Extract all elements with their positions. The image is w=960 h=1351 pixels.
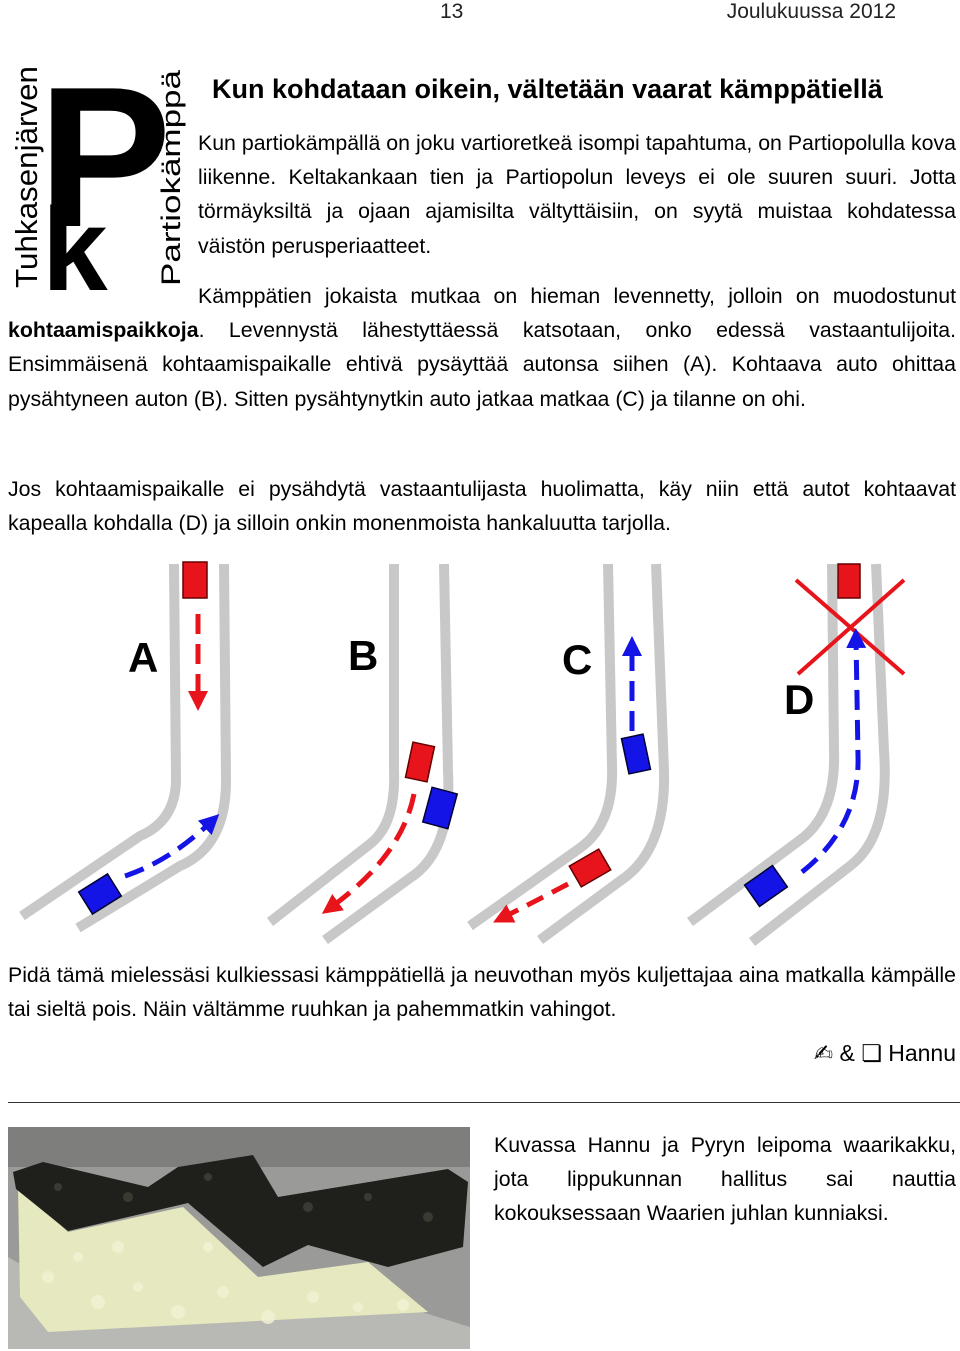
road-diagram: A B C D — [19, 561, 906, 946]
road-edge-left — [266, 564, 400, 926]
red-car — [182, 561, 208, 599]
logo-side-text-left: Tuhkasenjärven — [9, 66, 44, 288]
logo-side-text-right: Partiokämppä — [156, 69, 186, 286]
road-panel-d: D — [687, 563, 906, 946]
red-car — [404, 741, 436, 783]
article-title: Kun kohdataan oikein, vältetään vaarat k… — [212, 74, 883, 104]
photo-caption: Kuvassa Hannu ja Pyryn leipoma waarikakk… — [494, 1133, 956, 1226]
red-cross — [794, 578, 906, 676]
road-panel-b: B — [266, 563, 459, 945]
road-edge-left — [467, 563, 618, 931]
cake-photo — [8, 1127, 470, 1349]
red-car — [837, 563, 861, 599]
blue-car — [77, 872, 123, 916]
panel-label-b: B — [348, 632, 378, 679]
logo-letter-k: k — [42, 184, 108, 294]
article-paragraph-3: Jos kohtaamispaikalle ei pysähdytä vasta… — [8, 477, 956, 536]
panel-label-d: D — [784, 676, 814, 723]
article-paragraph-1: Kun partiokämpällä on joku vartioretkeä … — [198, 131, 956, 258]
road-panel-c: C — [467, 563, 670, 945]
blue-car — [620, 733, 652, 775]
panel-label-c: C — [562, 636, 592, 683]
paragraph-2-text-a: Kämppätien jokaista mutkaa on hieman lev… — [198, 284, 956, 308]
blue-car — [421, 786, 459, 830]
road-panel-a: A — [19, 561, 232, 933]
red-dashed-arrow — [493, 881, 570, 923]
article-paragraph-4: Pidä tämä mielessäsi kulkiessasi kämppät… — [8, 963, 956, 1022]
blue-dashed-arrow — [800, 628, 867, 874]
author-signature: ✍ & ❏ Hannu — [813, 1040, 956, 1066]
divider — [8, 1102, 960, 1103]
article-paragraph-2: Kämppätien jokaista mutkaa on hieman lev… — [8, 279, 956, 416]
logo: Tuhkasenjärven P k Partiokämppä — [9, 62, 186, 294]
road-edge-right — [748, 563, 890, 946]
cake-side — [18, 1187, 428, 1332]
panel-label-a: A — [128, 634, 158, 681]
road-edge-left — [687, 563, 840, 927]
paragraph-2-bold-term: kohtaamispaikkoja — [8, 318, 199, 343]
red-dashed-arrow — [321, 793, 417, 914]
road-edge-right — [537, 563, 670, 945]
blue-car — [743, 864, 789, 908]
red-car — [568, 848, 612, 888]
blue-dashed-arrow — [124, 814, 220, 879]
logo-letter-p: P — [38, 62, 171, 269]
cake-top — [13, 1155, 468, 1267]
road-edge-right — [322, 563, 454, 945]
paragraph-2-text-b: . Levennystä lähestyttäessä katsotaan, o… — [8, 318, 956, 411]
page-number: 13 — [440, 0, 464, 23]
road-edge-left — [19, 563, 182, 921]
road-edge-right — [75, 563, 232, 933]
page-date: Joulukuussa 2012 — [726, 0, 896, 23]
